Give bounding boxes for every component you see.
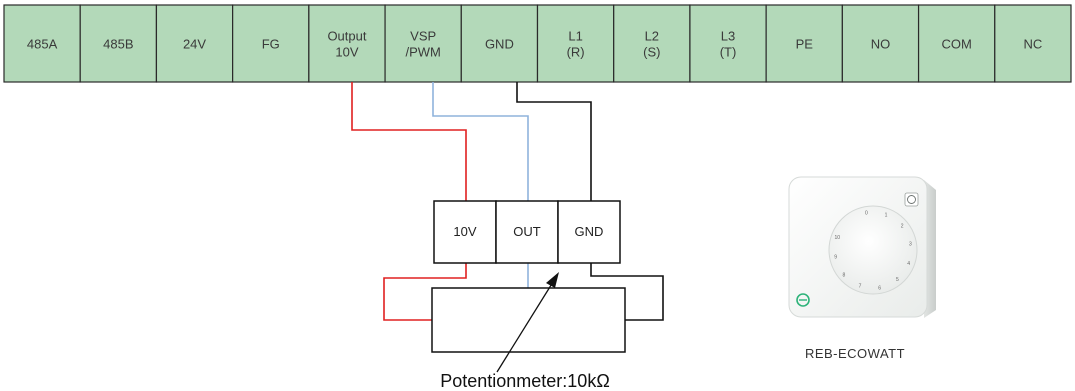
pot-label-gnd: GND — [575, 224, 604, 239]
terminal-label: PE — [796, 37, 814, 52]
terminal-box — [232, 4, 310, 83]
dial-number: 1 — [885, 212, 888, 218]
terminal-box — [3, 4, 81, 83]
terminal-label: L1 — [568, 29, 582, 44]
wire-signal — [432, 82, 529, 201]
wiper-arrow — [496, 272, 559, 373]
dial-number: 8 — [843, 272, 846, 278]
terminal-cell: 485A — [3, 4, 81, 83]
dial-number: 9 — [834, 255, 837, 261]
pot-label-out: OUT — [513, 224, 541, 239]
potentiometer-resistor — [431, 287, 626, 353]
terminal-box — [917, 4, 996, 83]
terminal-box — [460, 4, 539, 83]
dial-number: 0 — [865, 211, 868, 217]
pot-terminal-out — [495, 200, 559, 264]
terminal-cell: COM — [917, 4, 996, 83]
terminal-box — [79, 4, 158, 83]
product-label: REB-ECOWATT — [805, 346, 905, 361]
terminal-label: 485A — [27, 37, 58, 52]
dial-number: 10 — [835, 235, 841, 241]
terminal-label: Output — [327, 29, 366, 44]
product-dial — [828, 205, 918, 295]
terminal-box — [308, 4, 386, 83]
wire-gnd-to-pot — [590, 263, 664, 321]
pot-terminal-gnd — [557, 200, 621, 264]
brand-badge-icon — [904, 192, 919, 207]
terminal-cell: L2(S) — [613, 4, 691, 83]
pot-terminal-10v — [433, 200, 497, 264]
dial-number: 2 — [901, 224, 904, 230]
dial-numbers: 0 1 2 3 4 5 6 7 8 9 10 — [834, 211, 912, 292]
terminal-box — [994, 4, 1072, 83]
terminal-label: VSP — [410, 29, 436, 44]
terminal-label: 485B — [103, 37, 133, 52]
terminal-label: L2 — [645, 29, 659, 44]
terminal-box — [384, 4, 462, 83]
terminal-cell: 485B — [79, 4, 158, 83]
terminal-label: /PWM — [405, 45, 440, 60]
terminal-label: COM — [942, 37, 972, 52]
terminal-cell: PE — [765, 4, 843, 83]
terminal-cell: NO — [841, 4, 920, 83]
terminal-label: (T) — [720, 45, 737, 60]
terminal-box — [689, 4, 767, 83]
terminal-label: NC — [1024, 37, 1043, 52]
wire-10v — [351, 82, 467, 201]
dial-number: 5 — [896, 277, 899, 283]
pot-label-10v: 10V — [453, 224, 476, 239]
terminal-cell: FG — [232, 4, 310, 83]
terminal-box — [536, 4, 615, 83]
terminal-cell: GND — [460, 4, 539, 83]
dial-number: 4 — [907, 261, 910, 267]
eco-logo-icon — [796, 293, 810, 307]
wire-10v-to-pot — [383, 263, 467, 321]
terminal-box — [765, 4, 843, 83]
terminal-cell: L3(T) — [689, 4, 767, 83]
wires — [351, 82, 664, 321]
wire-gnd — [516, 82, 592, 201]
terminal-cell: L1(R) — [536, 4, 615, 83]
terminal-box — [613, 4, 691, 83]
terminal-label: L3 — [721, 29, 735, 44]
terminal-label: NO — [871, 37, 891, 52]
terminal-cell: NC — [994, 4, 1072, 83]
terminal-label: 10V — [335, 45, 358, 60]
terminal-label: GND — [485, 37, 514, 52]
terminal-label: FG — [262, 37, 280, 52]
product-image: 0 1 2 3 4 5 6 7 8 9 10 REB-ECOWATT — [788, 176, 936, 361]
potentiometer-caption: Potentionmeter:10kΩ — [440, 371, 610, 391]
terminal-cell: VSP/PWM — [384, 4, 462, 83]
terminal-label: (S) — [643, 45, 660, 60]
terminal-box — [841, 4, 920, 83]
dial-number: 3 — [909, 241, 912, 247]
terminal-cell: 24V — [155, 4, 234, 83]
dial-number: 6 — [878, 285, 881, 291]
terminal-label: (R) — [567, 45, 585, 60]
terminal-box — [155, 4, 234, 83]
dial-number: 7 — [859, 284, 862, 290]
terminal-label: 24V — [183, 37, 206, 52]
pot-terminal-block: 10V OUT GND — [433, 200, 621, 264]
